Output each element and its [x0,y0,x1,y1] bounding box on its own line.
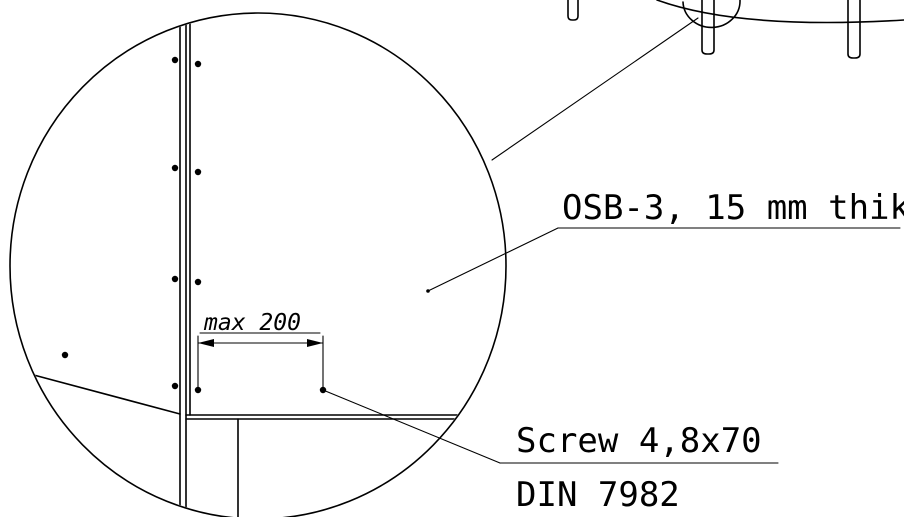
material-callout: OSB-3, 15 mm thik [426,188,904,293]
material-label: OSB-3, 15 mm thik [562,188,904,228]
detail-interior [29,14,471,517]
screw-dot [171,164,179,172]
screw-dot [194,60,202,68]
overview-fragment [491,0,904,161]
screw-label-line2: DIN 7982 [516,475,680,515]
screw-callout: Screw 4,8x70 DIN 7982 [322,389,779,515]
screw-points [61,56,327,394]
screw-dot [194,168,202,176]
screw-dot [61,351,69,359]
screw-dot [171,56,179,64]
screw-dot [171,275,179,283]
dimension-max-200: max 200 [197,310,324,393]
screw-dot [194,278,202,286]
detail-leader [491,17,699,161]
screw-label-line1: Screw 4,8x70 [516,421,762,461]
detail-marker-circle [682,0,741,29]
detail-circle [9,12,507,517]
dimension-label: max 200 [203,310,301,336]
screw-dot [171,382,179,390]
